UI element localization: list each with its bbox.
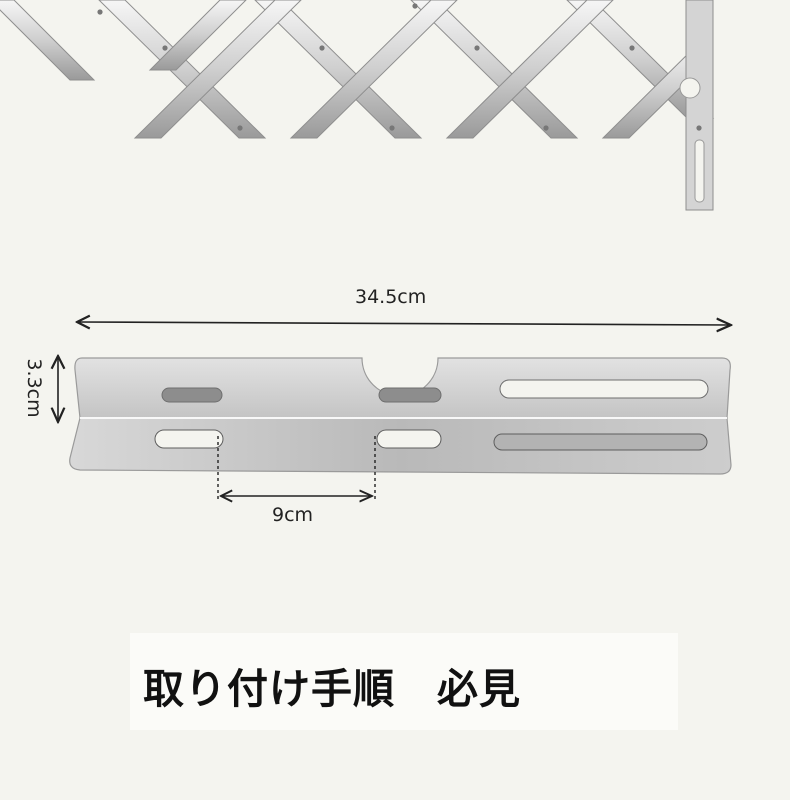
caption-band [130,633,678,730]
bracket-back-flange [74,357,731,419]
length-label: 34.5cm [355,286,427,308]
rack-rivets [97,3,702,131]
rack-bars-up [133,0,701,139]
rack-bars-down [0,0,715,139]
scissor-rack [0,0,715,211]
installation-caption: 取り付け手順 必見 [143,665,521,713]
wall-bracket [679,0,714,211]
spacing-label: 9cm [272,504,314,526]
mounting-bracket [69,357,732,475]
bracket-slots-lower [154,429,708,451]
height-label: 3.3cm [23,358,45,418]
length-dimension-line [77,322,731,325]
bracket-slots-upper [161,379,709,403]
spacing-dimension [217,436,376,500]
